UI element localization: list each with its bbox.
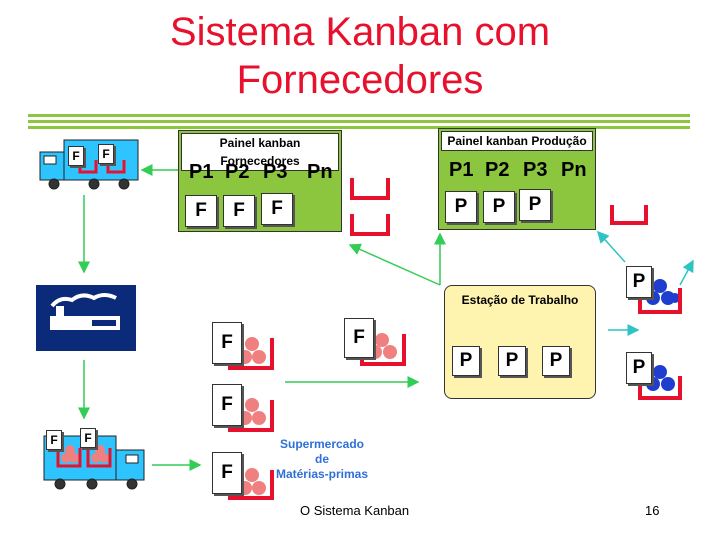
workstation-kanban-card: P <box>452 346 480 376</box>
production-kanban-card: P <box>445 191 477 223</box>
finished-goods-card: P <box>626 266 652 298</box>
truck-kanban-card: F <box>80 428 96 448</box>
arrow-to-empty-container <box>596 230 626 263</box>
supermarket-kanban-card: F <box>212 322 242 364</box>
supermarket-kanban-card: F <box>344 318 374 358</box>
truck-kanban-card: F <box>68 146 84 166</box>
panel-label: P2 <box>485 159 510 181</box>
supplier-panel-title: Painel kanban Fornecedores <box>181 133 339 171</box>
title-line-2: Fornecedores <box>236 58 484 102</box>
supermarket-kanban-card: F <box>212 452 242 494</box>
supplier-kanban-card: F <box>223 195 255 227</box>
supermarket-label-line: Supermercado <box>279 437 365 451</box>
supermarket-label-line: de <box>314 452 329 466</box>
production-panel-title: Painel kanban Produção <box>441 131 593 151</box>
workstation-box: Estação de Trabalho <box>444 285 596 399</box>
finished-goods-container <box>638 279 682 314</box>
workstation-title: Estação de Trabalho <box>461 293 579 307</box>
finished-goods-container <box>638 365 682 400</box>
supermarket-kanban-card: F <box>212 384 242 426</box>
empty-container <box>350 178 390 200</box>
supermarket-label: Supermercado de Matérias-primas <box>262 437 382 482</box>
panel-label: P1 <box>449 159 474 181</box>
panel-label: P2 <box>225 161 250 183</box>
workstation-kanban-card: P <box>542 346 570 376</box>
arrow-out <box>679 259 694 286</box>
panel-label: P3 <box>263 161 288 183</box>
divider-rule <box>28 126 690 129</box>
title-line-1: Sistema Kanban com <box>169 10 551 54</box>
page-number: 16 <box>645 503 660 518</box>
panel-label: P3 <box>523 159 548 181</box>
arrow-to-fornecedores-panel <box>348 243 441 286</box>
production-kanban-card: P <box>519 189 551 221</box>
empty-container <box>350 214 390 236</box>
page-title: Sistema Kanban com Fornecedores <box>0 8 720 104</box>
panel-label: Pn <box>561 159 587 181</box>
supplier-kanban-card: F <box>185 195 217 227</box>
panel-label: Pn <box>307 161 333 183</box>
divider-rule <box>28 114 690 117</box>
footer-text: O Sistema Kanban <box>300 503 410 518</box>
supplier-kanban-card: F <box>261 193 293 225</box>
truck-kanban-card: F <box>98 144 114 164</box>
supermarket-label-line: Matérias-primas <box>275 467 369 481</box>
production-kanban-card: P <box>483 191 515 223</box>
supplier-factory <box>36 285 136 351</box>
empty-container <box>610 205 648 225</box>
production-kanban-panel: Painel kanban Produção P1 P2 P3 Pn P P P <box>438 128 596 230</box>
workstation-kanban-card: P <box>498 346 526 376</box>
truck-kanban-card: F <box>46 430 62 450</box>
supplier-truck-full <box>43 435 145 490</box>
finished-goods-card: P <box>626 352 652 384</box>
supplier-kanban-panel: Painel kanban Fornecedores P1 P2 P3 Pn F… <box>178 130 342 232</box>
divider-rule <box>28 120 690 123</box>
panel-label: P1 <box>189 161 214 183</box>
supplier-truck-empty <box>39 139 139 190</box>
